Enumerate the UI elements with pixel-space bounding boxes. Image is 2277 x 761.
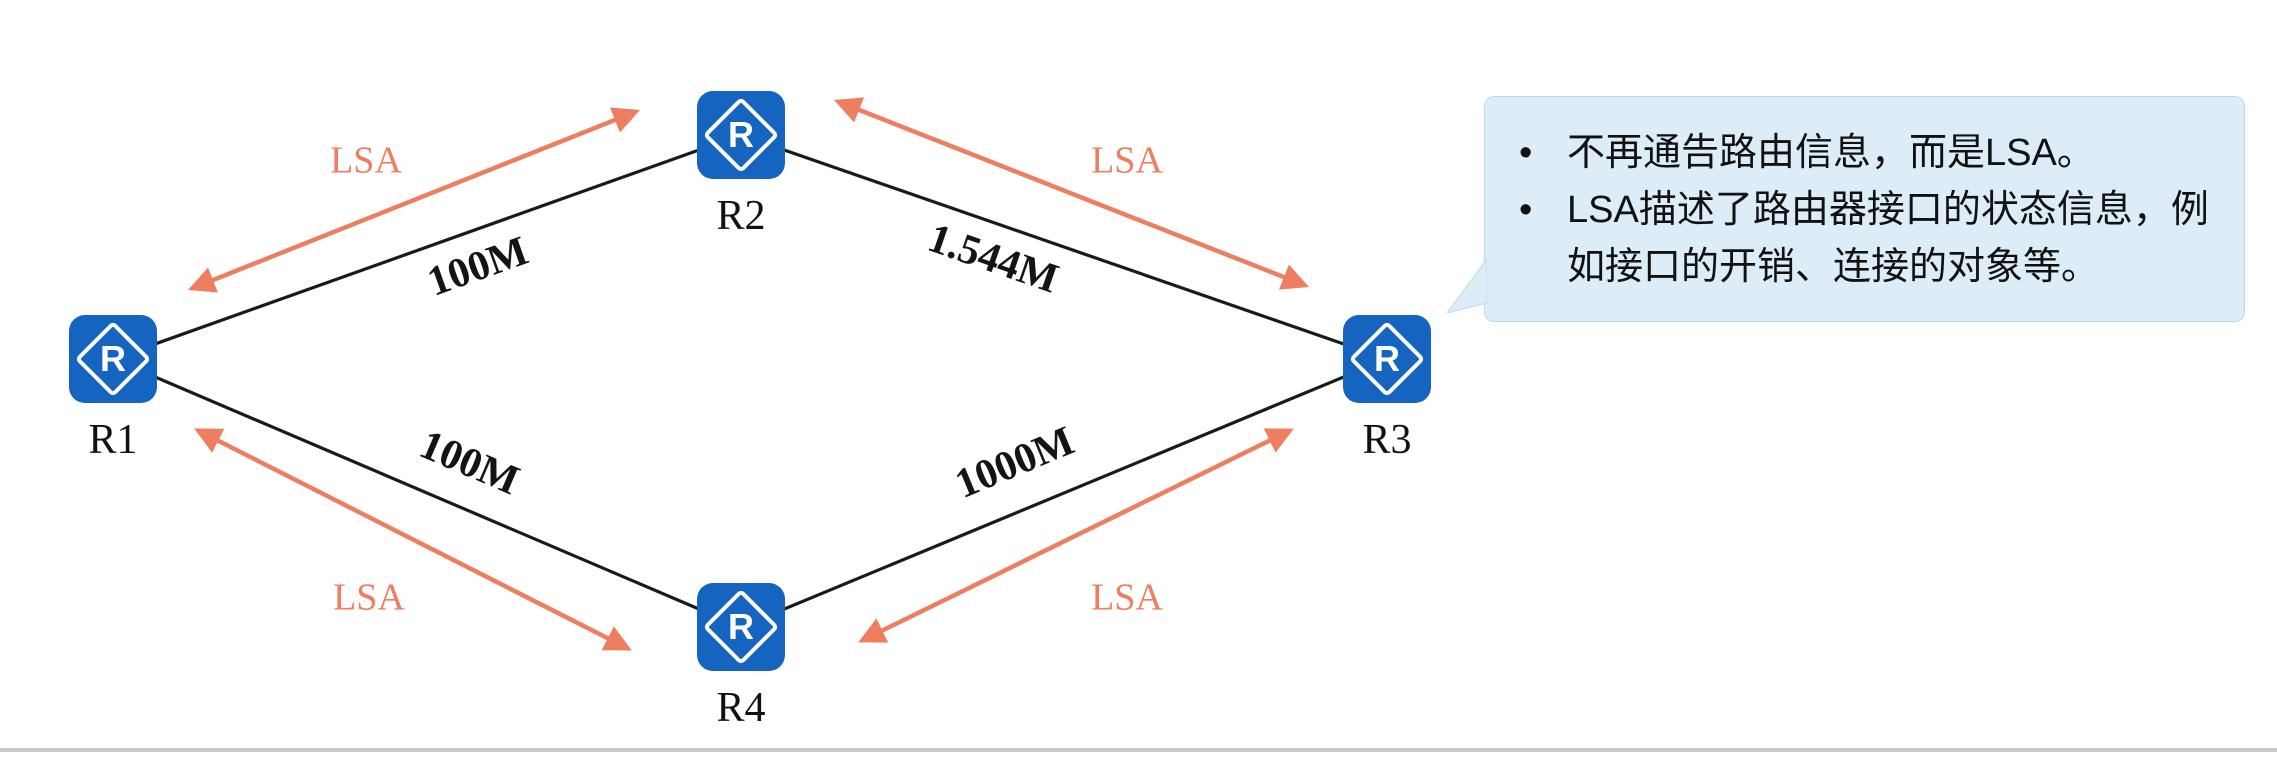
link-line-r1-r2 — [112, 133, 742, 361]
router-label-r3: R3 — [1362, 417, 1412, 463]
callout-bullet-item: • LSA描述了路由器接口的状态信息，例如接口的开销、连接的对象等。 — [1511, 182, 2214, 296]
bandwidth-label-r2-r3: 1.544M — [922, 215, 1064, 302]
router-icon: R — [697, 91, 785, 179]
router-label-r4: R4 — [716, 685, 766, 731]
bullet-icon: • — [1519, 189, 1533, 231]
lsa-label-bottom-left: LSA — [333, 577, 405, 619]
bandwidth-label-r1-r2: 100M — [422, 228, 534, 306]
lsa-label-top-left: LSA — [330, 140, 402, 182]
router-icon: R — [69, 315, 157, 403]
bottom-divider — [0, 748, 2277, 752]
link-line-r2-r3 — [740, 133, 1388, 361]
router-icon: R — [1343, 315, 1431, 403]
bullet-icon: • — [1519, 132, 1533, 174]
router-label-r2: R2 — [716, 193, 766, 239]
lsa-arrow-r1-r2 — [187, 107, 641, 293]
bandwidth-label-r1-r4: 100M — [413, 422, 525, 505]
lsa-label-top-right: LSA — [1091, 140, 1163, 182]
callout-bullet-text: 不再通告路由信息，而是LSA。 — [1567, 132, 2095, 174]
router-letter: R — [1374, 338, 1400, 379]
lsa-arrow-r2-r3 — [833, 97, 1310, 290]
callout-bullet-item: • 不再通告路由信息，而是LSA。 — [1511, 125, 2214, 182]
router-letter: R — [728, 606, 754, 647]
callout-bullet-list: • 不再通告路由信息，而是LSA。 • LSA描述了路由器接口的状态信息，例如接… — [1511, 125, 2214, 296]
router-letter: R — [100, 338, 126, 379]
router-icon: R — [697, 583, 785, 671]
router-node-r3: R R3 — [1343, 315, 1431, 461]
callout-bubble: • 不再通告路由信息，而是LSA。 • LSA描述了路由器接口的状态信息，例如接… — [1447, 96, 2245, 322]
router-letter: R — [728, 114, 754, 155]
router-node-r2: R R2 — [697, 91, 785, 237]
lsa-label-bottom-right: LSA — [1091, 577, 1163, 619]
callout-bullet-text: LSA描述了路由器接口的状态信息，例如接口的开销、连接的对象等。 — [1567, 189, 2209, 288]
router-node-r4: R R4 — [697, 583, 785, 729]
router-label-r1: R1 — [88, 417, 138, 463]
link-line-r1-r4 — [112, 357, 742, 629]
link-line-r4-r3 — [740, 357, 1388, 629]
lsa-arrow-r4-r3 — [858, 428, 1294, 643]
callout-tail — [1447, 258, 1487, 313]
router-node-r1: R R1 — [69, 315, 157, 461]
lsa-arrow-r1-r4 — [194, 428, 632, 651]
